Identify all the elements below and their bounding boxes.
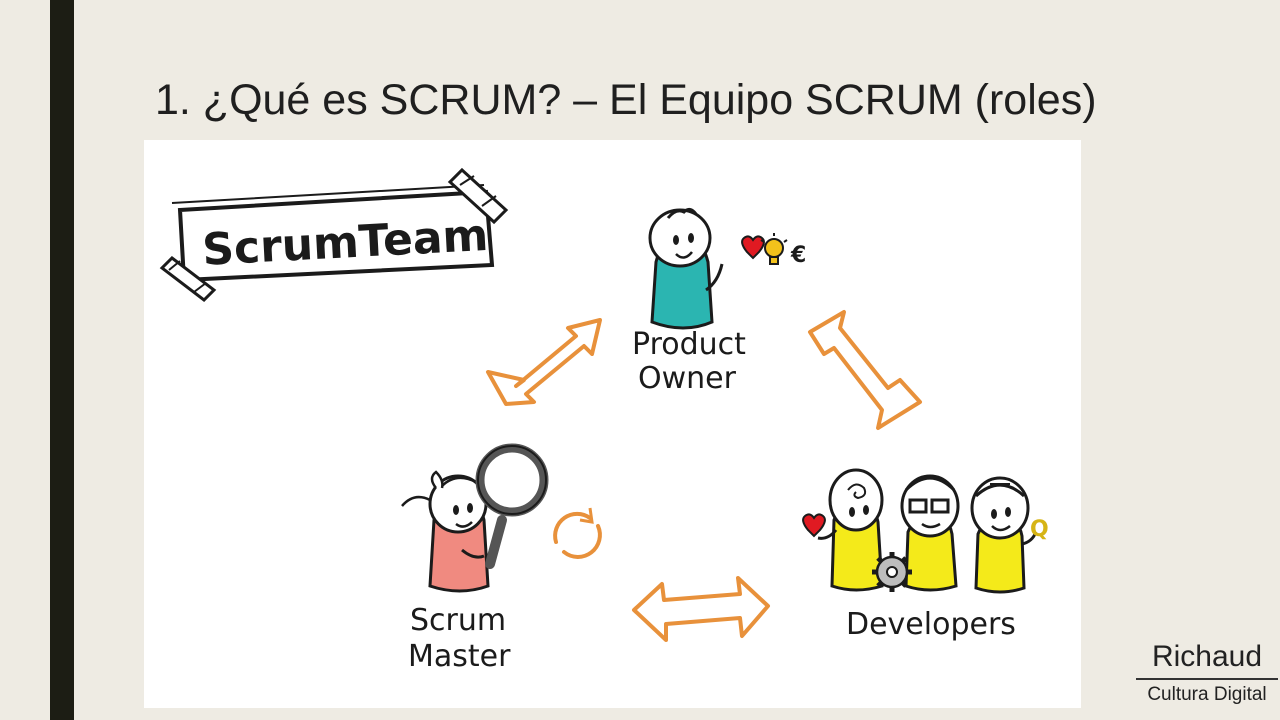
developer-figure-3	[970, 476, 1038, 594]
arrow-scrum-master-product-owner	[486, 318, 602, 406]
developer-figure-1	[817, 468, 884, 592]
arrow-product-owner-developers	[808, 310, 922, 430]
brand-subtitle: Cultura Digital	[1147, 684, 1267, 705]
product-owner-figure	[648, 207, 724, 330]
slide-title: 1. ¿Qué es SCRUM? – El Equipo SCRUM (rol…	[155, 76, 1097, 124]
arrow-scrum-master-developers	[632, 576, 770, 642]
tape-top-right	[447, 167, 509, 225]
quality-badge-icon: Q	[1030, 517, 1049, 542]
euro-icon: €	[790, 243, 806, 268]
scrum-team-diagram: ScrumTeam € Product Owner	[144, 140, 1081, 708]
gear-icon	[872, 552, 912, 592]
heart-icon	[802, 513, 826, 538]
brand-logo: Richaud Cultura Digital	[1136, 640, 1278, 706]
magnifier-icon	[475, 443, 549, 569]
heart-icon	[741, 235, 765, 260]
lightbulb-icon	[760, 233, 788, 265]
scrum-master-label-line2: Master	[408, 639, 511, 674]
brand-divider	[1136, 678, 1278, 680]
scrum-master-figure	[401, 470, 490, 593]
brand-name: Richaud	[1151, 640, 1263, 673]
cycle-icon	[553, 507, 602, 559]
accent-bar	[50, 0, 74, 720]
glasses-icon	[908, 498, 928, 514]
product-owner-symbols: €	[741, 233, 806, 268]
developers-label: Developers	[846, 607, 1016, 642]
developers-group: Q	[802, 468, 1049, 594]
scrum-team-banner: ScrumTeam	[159, 167, 509, 302]
tape-bottom-left	[159, 256, 217, 302]
product-owner-label-line2: Owner	[638, 361, 737, 396]
developer-figure-2	[900, 474, 960, 592]
product-owner-label-line1: Product	[632, 327, 746, 362]
scrum-master-label-line1: Scrum	[410, 603, 506, 638]
